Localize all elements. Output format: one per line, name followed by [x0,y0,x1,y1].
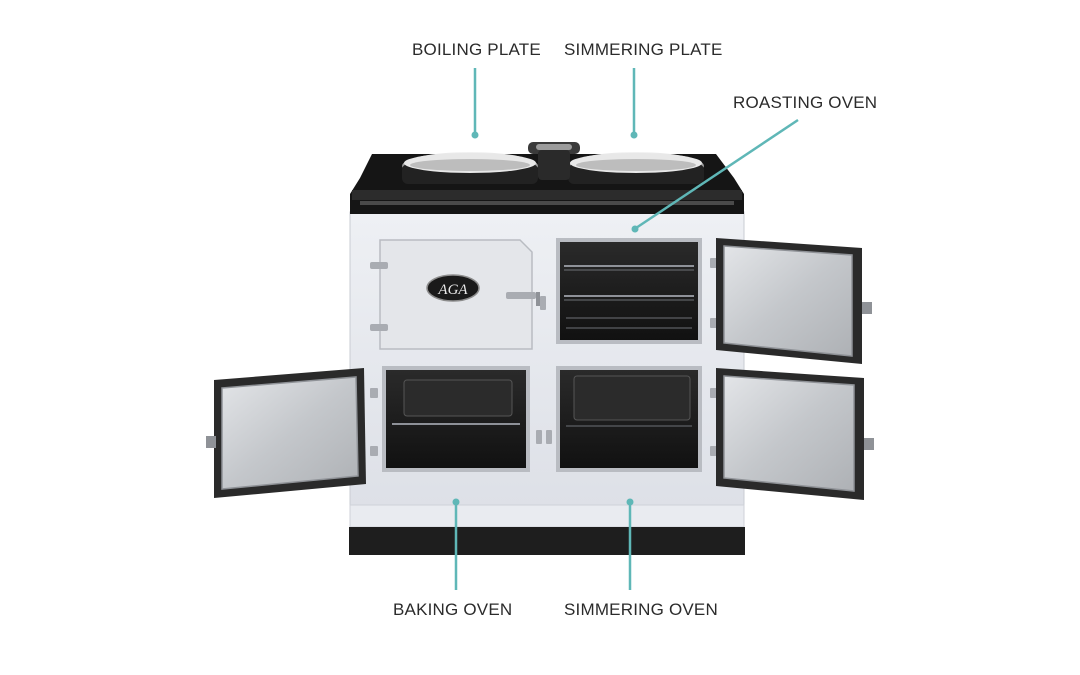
badge-text: AGA [437,282,468,298]
aga-badge: AGA [426,274,480,302]
baking-oven-cavity [382,366,530,472]
boiling-plate-lid [402,152,538,184]
leader-dot-roasting-oven [631,225,639,233]
label-simmering-oven: SIMMERING OVEN [564,600,718,619]
leader-lines [452,68,799,590]
label-simmering-plate: SIMMERING PLATE [564,40,723,59]
center-lid-handle [528,142,580,180]
simmering-oven-door-open [716,368,874,500]
plinth [349,527,745,555]
roasting-oven-door-open [716,238,872,364]
baking-oven-door-open [206,368,366,498]
leader-dot-simmering-oven [626,498,634,506]
roasting-oven-cavity [556,238,702,344]
leader-roasting-oven [635,118,799,230]
leader-dot-boiling-plate [471,131,479,139]
label-roasting-oven: ROASTING OVEN [733,93,878,112]
label-baking-oven: BAKING OVEN [393,600,513,619]
label-boiling-plate: BOILING PLATE [412,40,541,59]
leader-dot-baking-oven [452,498,460,506]
simmering-plate-lid [568,152,704,184]
simmering-oven-cavity [556,366,702,472]
leader-dot-simmering-plate [630,131,638,139]
